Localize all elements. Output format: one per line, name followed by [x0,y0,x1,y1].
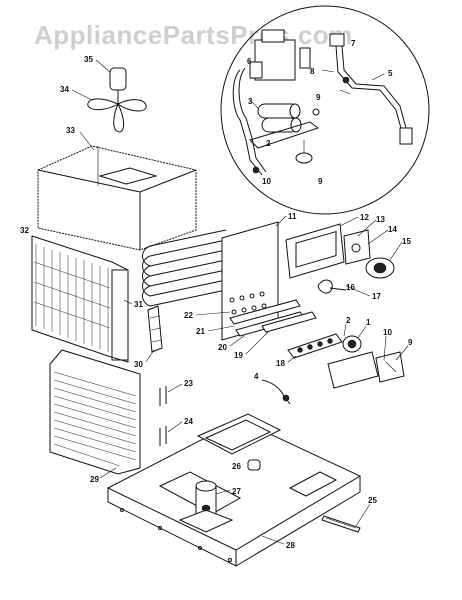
heater-strips: 22 21 20 19 [184,299,317,360]
callout-30: 30 [134,360,143,369]
inset-callout-10: 10 [262,177,271,186]
inset-detail-circle: 7 6 8 5 9 2 10 9 3 [220,5,430,215]
callout-27: 27 [232,487,241,496]
callout-23: 23 [184,379,193,388]
callout-33: 33 [66,126,75,135]
callout-7: 7 [351,39,356,48]
switch-bracket: 10 9 [327,328,413,389]
callout-17: 17 [372,292,381,301]
callout-24: 24 [184,417,193,426]
valve-fitting [329,33,345,47]
control-board [343,229,371,265]
cabinet-shroud: 33 [37,126,197,251]
grille-brackets: 23 24 [159,379,193,446]
evaporator-coil [142,229,227,307]
fan-motor [109,67,127,91]
base-pan-label: 28 [261,535,295,550]
callout-31: 31 [134,300,143,309]
fan-blade-1 [87,98,120,111]
callout-13: 13 [376,215,385,224]
control-box: 12 13 14 15 [285,213,411,279]
relay-component: 1 2 [342,316,371,353]
fan-blade-3 [113,102,125,133]
callout-22: 22 [184,311,193,320]
callout-29: 29 [90,475,99,484]
callout-26: 26 [232,462,241,471]
callout-9: 9 [408,338,413,347]
callout-21: 21 [196,327,205,336]
power-cord: 16 17 [317,279,381,301]
inset-callout-9b: 9 [318,177,323,186]
callout-15: 15 [402,237,411,246]
callout-19: 19 [234,351,243,360]
callout-2: 2 [346,316,351,325]
callout-18: 18 [276,359,285,368]
callout-4: 4 [254,372,259,381]
fan-assembly: 35 34 [60,55,147,133]
support-bracket: 30 [134,305,163,369]
callout-10: 10 [383,328,392,337]
inset-callout-3: 3 [248,97,253,106]
callout-34: 34 [60,85,69,94]
capacitor-pair [257,103,302,133]
callout-28: 28 [286,541,295,550]
compressor: 27 [178,480,241,533]
callout-20: 20 [218,343,227,352]
fan-blade-2 [117,99,147,112]
drain-strip: 25 [321,496,377,533]
callout-12: 12 [360,213,369,222]
control-panel [285,223,345,279]
callout-16: 16 [346,283,355,292]
callout-25: 25 [368,496,377,505]
callout-11: 11 [288,212,297,221]
callout-14: 14 [388,225,397,234]
watermark-text: AppliancePartsPros.com [34,20,353,50]
terminal-block: 18 [276,333,343,368]
inset-callout-8: 8 [310,67,315,76]
callout-1: 1 [366,318,371,327]
thermostat-probe: 4 [254,372,291,405]
inset-callout-9a: 9 [316,93,321,102]
thermistor-sensor [295,152,313,164]
inset-callout-2: 2 [266,139,271,148]
condenser-coil: 32 31 [20,226,143,363]
base-pan [106,413,362,567]
inset-callout-5: 5 [388,69,393,78]
inset-callout-6: 6 [247,57,252,66]
callout-35: 35 [84,55,93,64]
drain-cap: 26 [232,459,261,471]
callout-32: 32 [20,226,29,235]
outdoor-grille: 29 [49,349,141,484]
